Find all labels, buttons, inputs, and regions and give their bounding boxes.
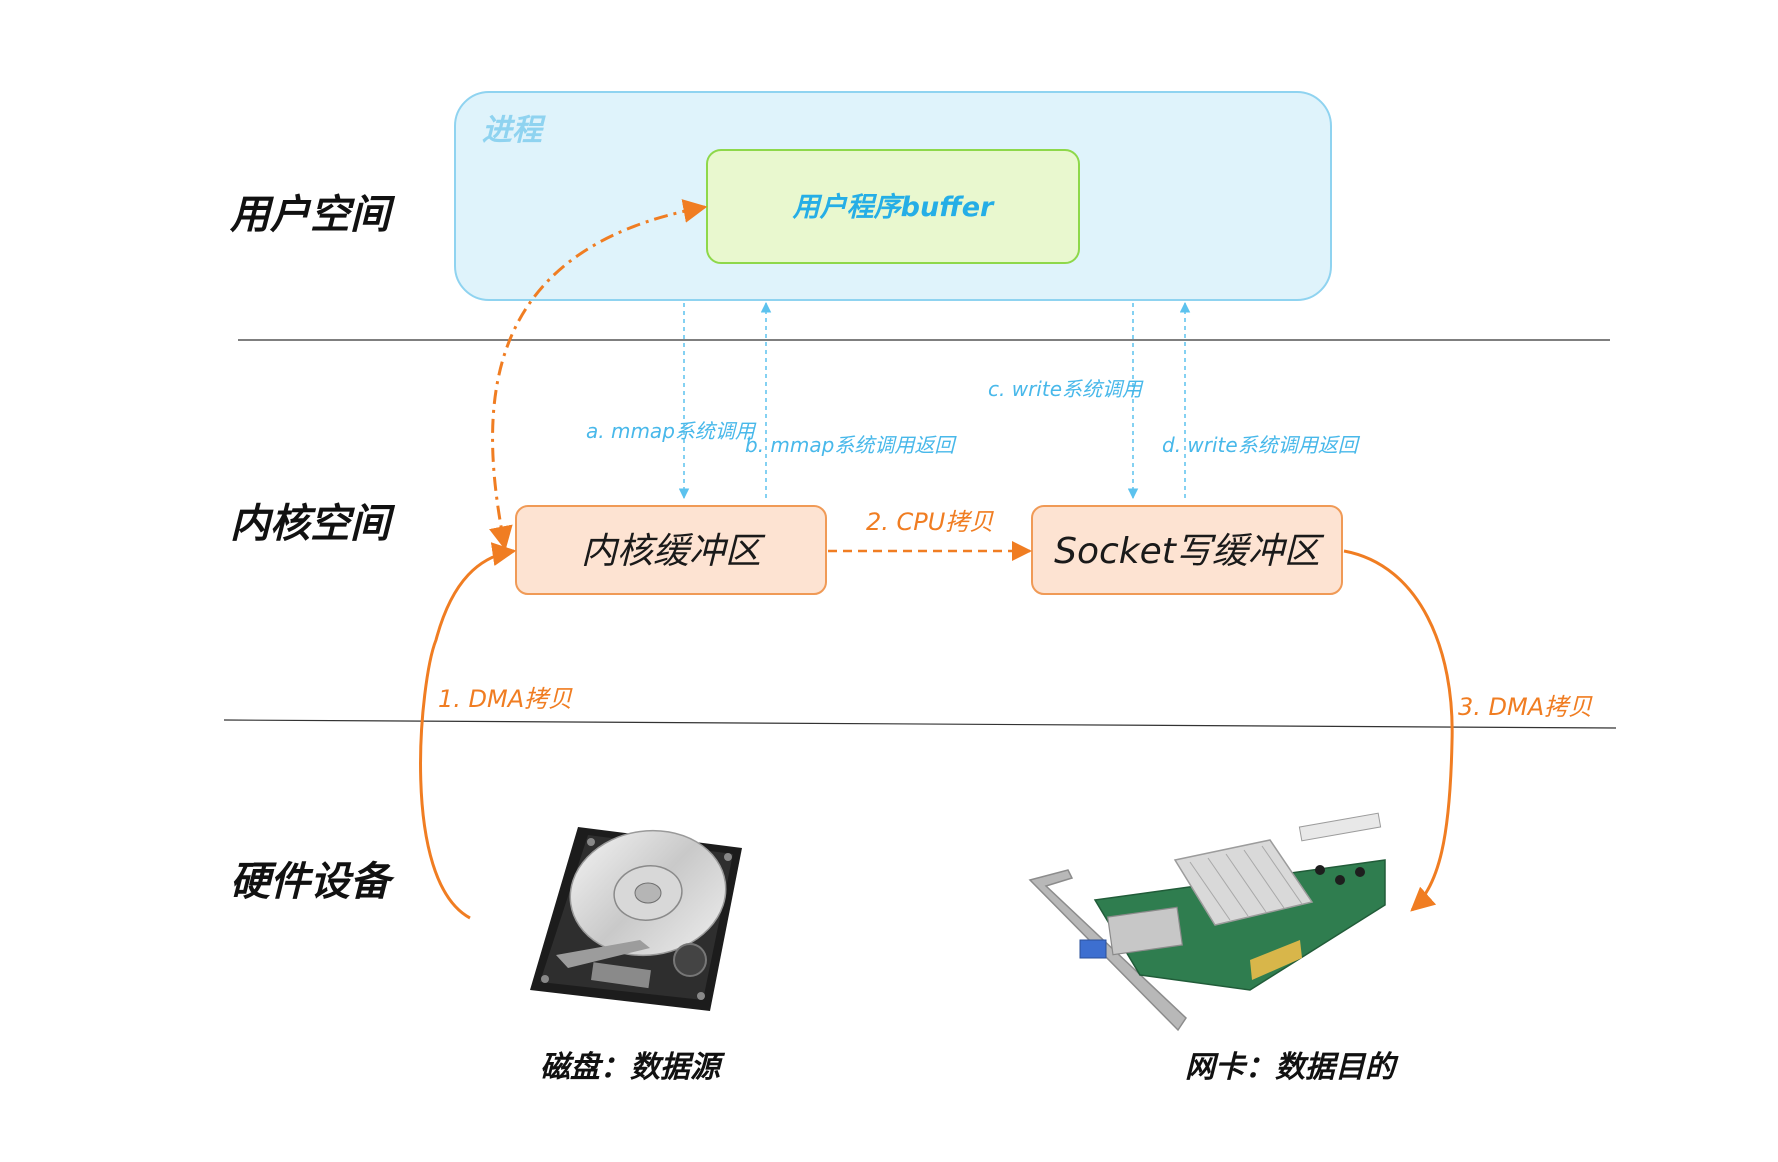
syscall-label-a: a. mmap系统调用 (586, 419, 757, 443)
zone-label-kernel: 内核空间 (230, 501, 396, 547)
dma-copy-out-label: 3. DMA拷贝 (1458, 693, 1593, 721)
syscall-label-c: c. write系统调用 (988, 377, 1144, 401)
zone-label-user: 用户空间 (229, 192, 396, 238)
socket-buffer-box: Socket写缓冲区 (1031, 505, 1343, 595)
user-buffer-box: 用户程序buffer (706, 149, 1080, 264)
mmap-mapping-arrow (489, 199, 708, 551)
user-buffer-label: 用户程序buffer (792, 192, 995, 223)
kernel-buffer-label: 内核缓冲区 (581, 531, 766, 572)
syscall-label-b: b. mmap系统调用返回 (745, 433, 957, 457)
dma-copy-in-arrow (419, 542, 517, 920)
dma-copy-in-label: 1. DMA拷贝 (438, 685, 573, 713)
dma-copy-out-arrow (1343, 549, 1454, 912)
zone-label-hardware: 硬件设备 (230, 859, 395, 905)
syscall-label-d: d. write系统调用返回 (1162, 433, 1361, 457)
divider-kernel-hardware (223, 719, 1617, 729)
disk-caption: 磁盘：数据源 (540, 1050, 726, 1085)
kernel-buffer-box: 内核缓冲区 (515, 505, 827, 595)
process-title: 进程 (482, 113, 546, 148)
nic-caption: 网卡：数据目的 (1185, 1050, 1399, 1085)
cpu-copy-label: 2. CPU拷贝 (866, 508, 994, 536)
hard-disk-icon (530, 827, 742, 1011)
network-card-icon (1028, 812, 1386, 1032)
socket-buffer-label: Socket写缓冲区 (1054, 531, 1325, 572)
